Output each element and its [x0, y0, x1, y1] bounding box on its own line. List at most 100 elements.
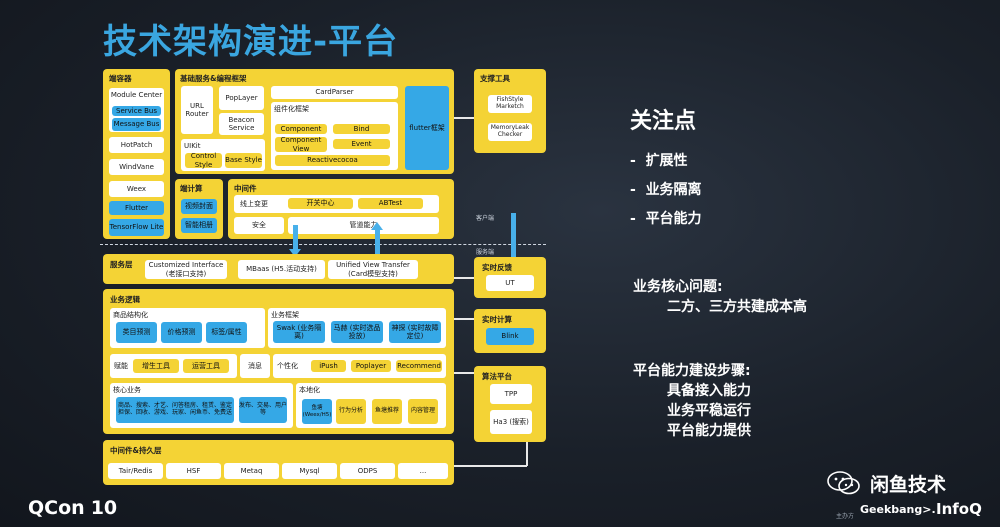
poplayer-personal-box: Poplayer [351, 360, 391, 372]
service-bus-box: Service Bus [112, 106, 161, 116]
hsf-box: HSF [166, 463, 221, 479]
edge-compute-panel: 端计算 视频封面 智能相册 [175, 179, 223, 239]
mysql-box: Mysql [282, 463, 337, 479]
fishstyle-box: FishStyle Marketch [488, 95, 532, 113]
component-view-box: Component View [275, 136, 327, 153]
service-layer-title: 服务层 [110, 260, 133, 269]
persistence-panel: 中间件&持久层 Tair/Redis HSF Metaq Mysql ODPS … [103, 440, 454, 485]
step-2: 业务平稳运行 [667, 403, 751, 419]
url-router-box: URL Router [181, 86, 213, 134]
recommend-box: Recommend [396, 360, 442, 372]
personalize-title: 个性化 [277, 361, 298, 370]
flutter-box: Flutter [109, 201, 164, 215]
core-question-text: 二方、三方共建成本高 [667, 299, 807, 315]
core-biz-title: 核心业务 [113, 386, 141, 394]
support-tools-title: 支撑工具 [480, 74, 510, 83]
focus-title: 关注点 [630, 109, 697, 134]
slide-title: 技术架构演进-平台 [103, 22, 399, 62]
realtime-feedback-panel: 实时反馈 UT [474, 257, 546, 298]
fish-pond-box: 鱼塘 (Weex/H5) [302, 399, 332, 424]
weex-box: Weex [109, 181, 164, 197]
ha3-box: Ha3 (搜索) [490, 410, 532, 434]
component-box: Component [275, 124, 327, 134]
realtime-compute-panel: 实时计算 Blink [474, 309, 546, 353]
client-container-title: 端容器 [109, 74, 132, 83]
switch-center-box: 开关中心 [288, 198, 353, 209]
algo-down-line [526, 442, 528, 466]
online-change-label: 线上变更 [240, 199, 268, 208]
security-box: 安全 [234, 217, 284, 234]
persistence-title: 中间件&持久层 [110, 446, 162, 455]
growth-tool-box: 增生工具 [133, 359, 179, 373]
mbaas-box: MBaas (H5.活动支持) [238, 260, 325, 279]
cardparser-box: CardParser [271, 86, 398, 99]
service-layer-panel: 服务层 Customized Interface (老接口支持) MBaas (… [103, 254, 454, 284]
focus-bullet-2: - 业务隔离 [630, 182, 702, 198]
base-services-panel: 基础服务&编程框架 URL Router PopLayer Beacon Ser… [175, 69, 454, 174]
customized-interface-box: Customized Interface (老接口支持) [145, 260, 227, 279]
event-box: Event [333, 139, 390, 149]
flutter-framework-box: flutter框架 [405, 86, 449, 170]
bind-box: Bind [333, 124, 390, 134]
client-server-divider [100, 244, 546, 245]
hotpatch-box: HotPatch [109, 137, 164, 153]
swak-box: Swak (业务隔离) [273, 321, 325, 343]
tensorflow-lite-box: TensorFlow Lite [109, 219, 164, 236]
base-style-box: Base Style [225, 153, 262, 168]
uikit-title: UIKit [184, 142, 201, 150]
reactivecocoa-box: Reactivecocoa [275, 155, 390, 166]
focus-bullet-1: - 扩展性 [630, 153, 688, 169]
feedback-connector [454, 277, 474, 279]
business-logic-panel: 业务逻辑 商品结构化 类目预测 价格预测 标签/属性 业务框架 Swak (业务… [103, 289, 454, 434]
biz-framework-title: 业务框架 [271, 311, 299, 319]
step-3: 平台能力提供 [667, 423, 751, 439]
focus-bullet-3: - 平台能力 [630, 211, 702, 227]
steps-title: 平台能力建设步骤: [633, 363, 751, 379]
beacon-service-box: Beacon Service [219, 113, 264, 135]
odps-box: ODPS [340, 463, 395, 479]
pipeline-box: 管道能力 [288, 217, 439, 234]
server-label: 服务端 [476, 249, 495, 256]
blink-box: Blink [486, 328, 534, 345]
arrow-down-head [289, 249, 301, 257]
arrow-down-realtime [511, 213, 516, 261]
unified-view-transfer-box: Unified View Transfer (Card模型支持) [328, 260, 418, 279]
algo-platform-panel: 算法平台 TPP Ha3 (搜索) [474, 366, 546, 442]
step-1: 具备接入能力 [667, 383, 751, 399]
content-manage-box: 内容管理 [408, 399, 438, 424]
algo-connector [454, 372, 474, 374]
infoq-logo: InfoQ [936, 500, 982, 518]
price-predict-box: 价格预测 [161, 322, 202, 343]
core-question-title: 业务核心问题: [633, 279, 723, 295]
component-framework-title: 组件化框架 [274, 105, 309, 113]
ut-box: UT [486, 275, 534, 291]
tair-redis-box: Tair/Redis [108, 463, 163, 479]
arrow-up-head [371, 222, 383, 230]
client-container-panel: 端容器 Module Center Service Bus Message Bu… [103, 69, 170, 239]
arrow-up-middleware [375, 228, 380, 255]
empower-title: 赋能 [114, 361, 128, 370]
client-label: 客户端 [476, 215, 495, 222]
edge-compute-title: 端计算 [180, 184, 203, 193]
metaq-box: Metaq [224, 463, 279, 479]
core-biz-release-box: 发布、交易、用户等 [239, 397, 287, 423]
compute-connector [454, 318, 474, 320]
wechat-account-name: 闲鱼技术 [870, 474, 947, 496]
tpp-box: TPP [490, 384, 532, 404]
support-tools-connector [454, 117, 474, 119]
abtest-box: ABTest [358, 198, 423, 209]
product-struct-title: 商品结构化 [113, 311, 148, 319]
geekbang-logo: Geekbang>. [860, 503, 936, 516]
category-predict-box: 类目预测 [116, 322, 157, 343]
mach-box: 马赫 (实时选品投放) [331, 321, 383, 343]
organizer-label: 主办方 [836, 513, 855, 520]
business-logic-title: 业务逻辑 [110, 295, 140, 304]
wechat-icon [826, 470, 862, 496]
more-box: ... [398, 463, 448, 479]
realtime-feedback-title: 实时反馈 [482, 263, 512, 272]
ipush-box: iPush [311, 360, 346, 372]
smart-album-box: 智能相册 [181, 218, 217, 233]
ops-tool-box: 运营工具 [183, 359, 229, 373]
arrow-down-middleware [293, 225, 298, 251]
